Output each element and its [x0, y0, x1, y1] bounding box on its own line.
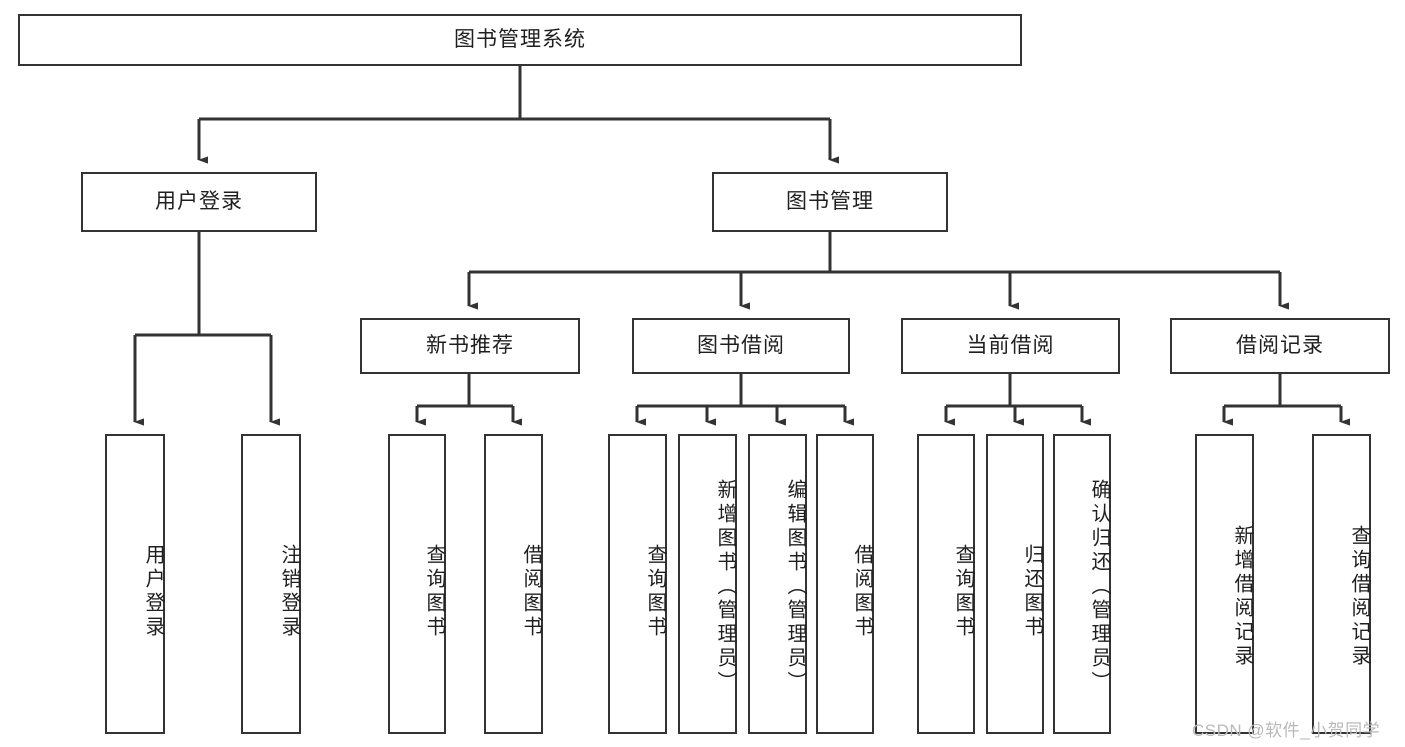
node-label: 借阅图书 [851, 544, 873, 640]
node-current-borrow[interactable]: 当前借阅 [901, 318, 1120, 374]
node-label: 图书管理系统 [454, 28, 586, 52]
node-leaf-user-login[interactable]: 用户登录 [105, 434, 165, 734]
node-label: 新增图书（管理员） [714, 479, 736, 695]
node-leaf-query-book-3[interactable]: 查询图书 [917, 434, 975, 734]
node-label: 当前借阅 [966, 334, 1055, 358]
node-leaf-borrow-book-1[interactable]: 借阅图书 [484, 434, 543, 734]
node-label: 借阅记录 [1236, 334, 1324, 358]
node-label: 新增借阅记录 [1231, 525, 1253, 669]
node-label: 查询图书 [423, 544, 445, 640]
node-borrow-record[interactable]: 借阅记录 [1170, 318, 1390, 374]
node-label: 查询图书 [644, 544, 666, 640]
node-label: 用户登录 [142, 544, 164, 640]
node-new-book-recommend[interactable]: 新书推荐 [360, 318, 580, 374]
node-leaf-query-book-2[interactable]: 查询图书 [608, 434, 667, 734]
node-label: 编辑图书（管理员） [784, 479, 806, 695]
node-leaf-edit-book-admin[interactable]: 编辑图书（管理员） [748, 434, 807, 734]
node-book-management[interactable]: 图书管理 [712, 172, 948, 232]
node-label: 用户登录 [155, 190, 243, 214]
node-root-system[interactable]: 图书管理系统 [18, 14, 1022, 66]
node-label: 注销登录 [278, 544, 300, 640]
node-label: 查询借阅记录 [1348, 525, 1370, 669]
node-leaf-add-book-admin[interactable]: 新增图书（管理员） [678, 434, 737, 734]
node-label: 新书推荐 [426, 334, 514, 358]
node-label: 确认归还（管理员） [1088, 479, 1110, 695]
node-label: 归还图书 [1021, 544, 1043, 640]
node-label: 借阅图书 [520, 544, 542, 640]
node-leaf-confirm-return-admin[interactable]: 确认归还（管理员） [1053, 434, 1111, 734]
node-leaf-query-book-1[interactable]: 查询图书 [388, 434, 446, 734]
node-leaf-add-borrow-record[interactable]: 新增借阅记录 [1195, 434, 1254, 734]
node-leaf-query-borrow-record[interactable]: 查询借阅记录 [1312, 434, 1371, 734]
node-label: 图书管理 [786, 190, 874, 214]
node-label: 查询图书 [952, 544, 974, 640]
node-user-login[interactable]: 用户登录 [81, 172, 317, 232]
node-label: 图书借阅 [697, 334, 785, 358]
node-book-borrow[interactable]: 图书借阅 [632, 318, 850, 374]
node-leaf-logout-login[interactable]: 注销登录 [241, 434, 301, 734]
node-leaf-return-book[interactable]: 归还图书 [986, 434, 1044, 734]
node-leaf-borrow-book-2[interactable]: 借阅图书 [816, 434, 874, 734]
